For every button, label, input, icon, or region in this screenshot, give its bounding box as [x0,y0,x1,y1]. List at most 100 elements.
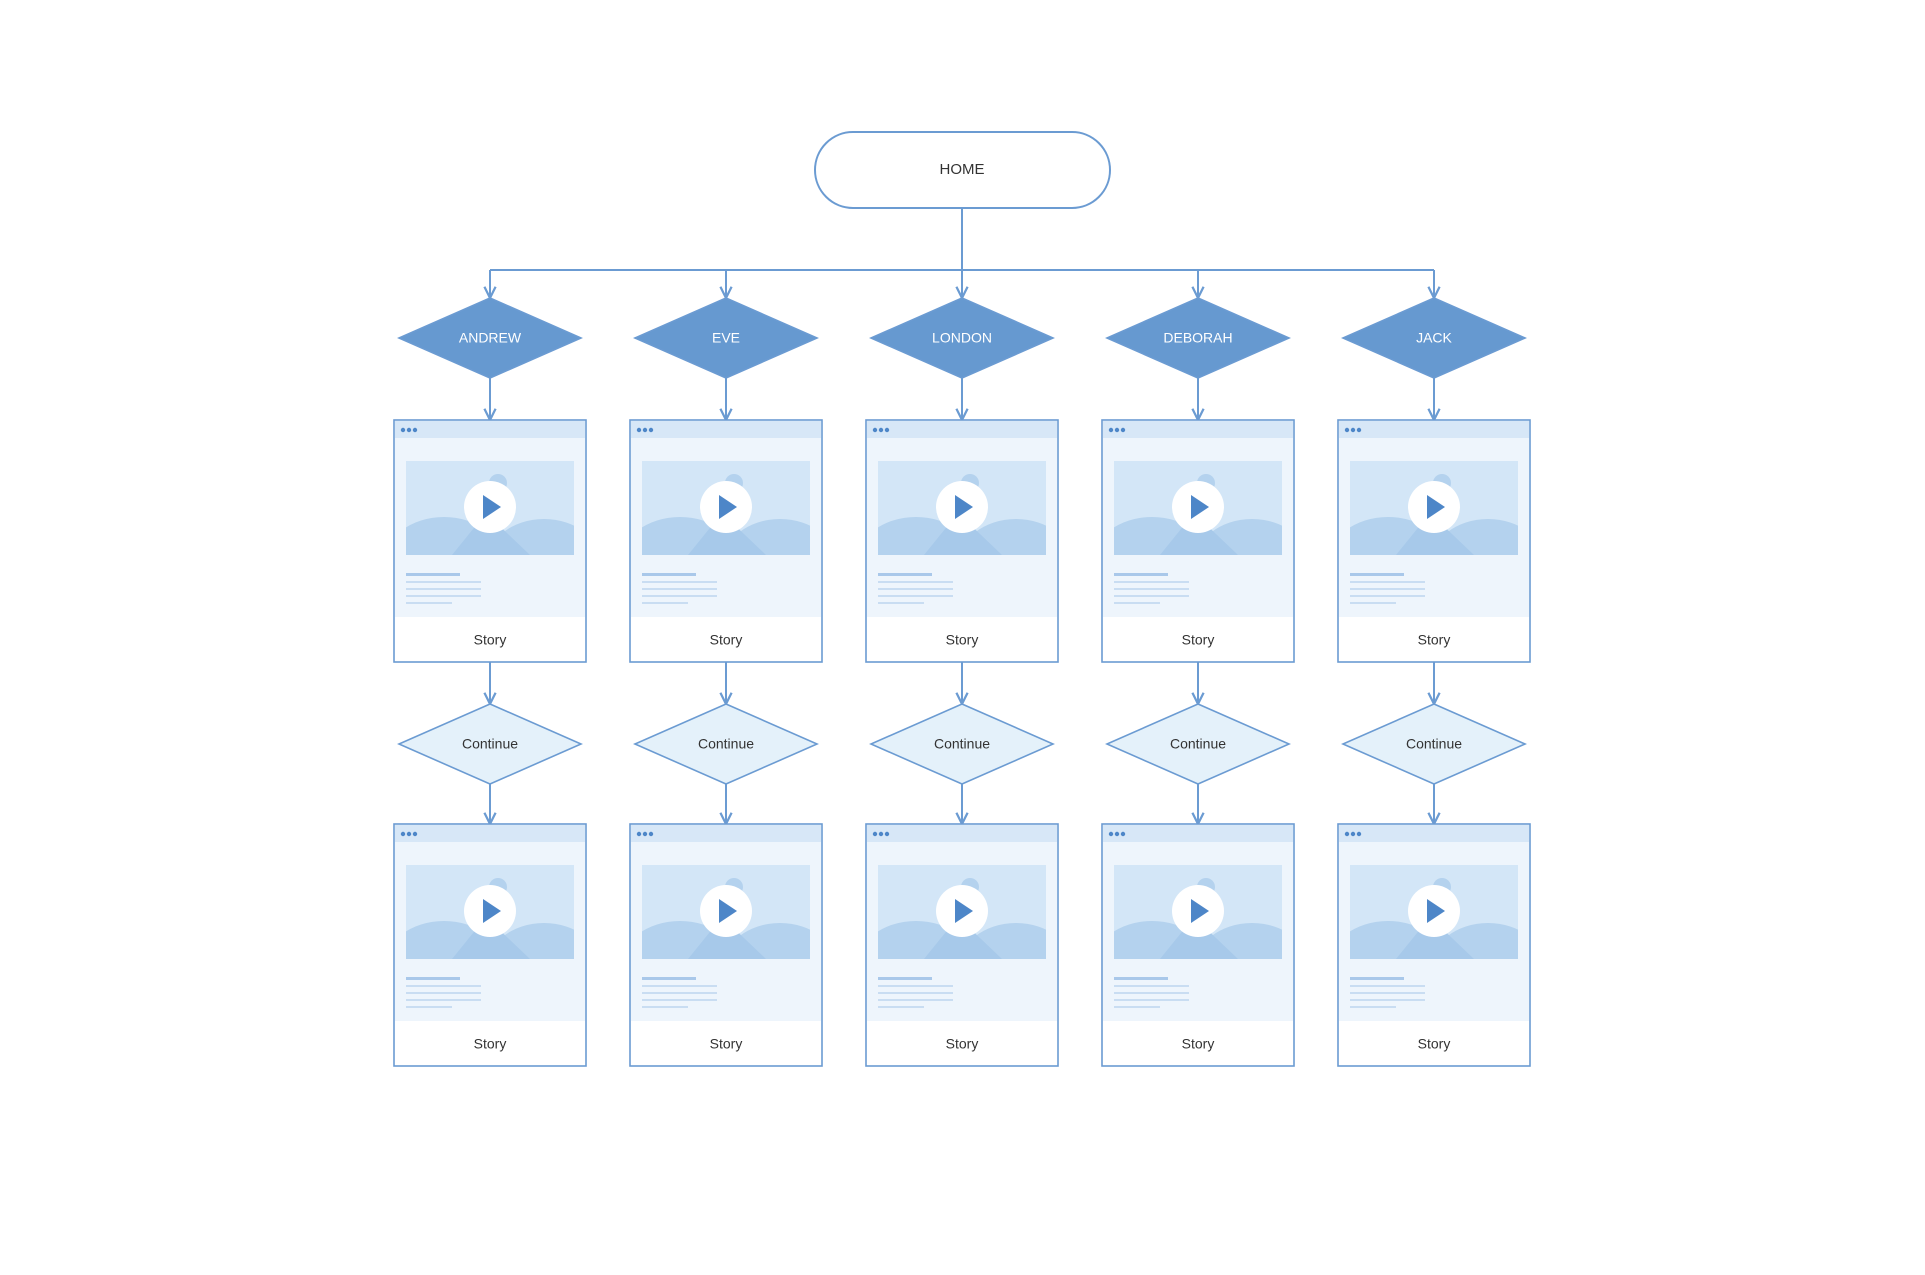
continue-diamond[interactable]: Continue [1341,703,1527,785]
page-caption: Story [710,1036,743,1052]
media-thumbnail [1350,865,1518,959]
text-placeholder-lines [406,977,481,1008]
continue-diamond-label: Continue [462,736,518,752]
window-dots-icon [636,427,654,433]
page-header-bar [867,421,1057,438]
media-thumbnail [1350,461,1518,555]
story-page[interactable]: Story [1328,419,1546,663]
page-caption: Story [1182,1036,1215,1052]
media-thumbnail [1114,461,1282,555]
page-caption: Story [1182,632,1215,648]
page-header-bar [867,825,1057,842]
continue-diamond[interactable]: Continue [397,703,583,785]
connectors [490,208,1434,824]
page-header-bar [631,421,821,438]
root-node[interactable]: HOME [814,131,1111,209]
media-thumbnail [878,865,1046,959]
story-page[interactable]: Story [620,823,838,1067]
page-header-bar [1103,421,1293,438]
continue-diamond-label: Continue [934,736,990,752]
text-placeholder-lines [642,573,717,604]
branch-diamond-label: ANDREW [459,330,522,346]
branch-diamond[interactable]: DEBORAH [1105,297,1291,379]
story-page[interactable]: Story [1092,823,1310,1067]
play-icon[interactable] [464,885,516,937]
continue-diamond[interactable]: Continue [869,703,1055,785]
story-page[interactable]: Story [1092,419,1310,663]
page-caption: Story [1418,1036,1451,1052]
text-placeholder-lines [1114,573,1189,604]
window-dots-icon [872,831,890,837]
page-header-bar [395,421,585,438]
window-dots-icon [636,831,654,837]
branch-diamond-label: EVE [712,330,740,346]
story-page[interactable]: Story [384,419,602,663]
branch-diamond[interactable]: EVE [633,297,819,379]
text-placeholder-lines [878,573,953,604]
window-dots-icon [1344,831,1362,837]
branch-diamond-label: JACK [1416,330,1452,346]
branch-diamond-label: LONDON [932,330,992,346]
media-thumbnail [1114,865,1282,959]
root-label: HOME [940,161,985,178]
branch-diamond[interactable]: LONDON [869,297,1055,379]
page-caption: Story [710,632,743,648]
play-icon[interactable] [1408,885,1460,937]
columns: ANDREWStoryContinueStoryEVEStoryContinue… [384,297,1546,1067]
page-caption: Story [474,632,507,648]
window-dots-icon [1108,831,1126,837]
story-page[interactable]: Story [620,419,838,663]
branch-diamond-label: DEBORAH [1163,330,1232,346]
story-page[interactable]: Story [856,419,1074,663]
play-icon[interactable] [700,481,752,533]
media-thumbnail [406,865,574,959]
play-icon[interactable] [700,885,752,937]
media-thumbnail [878,461,1046,555]
window-dots-icon [872,427,890,433]
media-thumbnail [406,461,574,555]
text-placeholder-lines [406,573,481,604]
continue-diamond-label: Continue [698,736,754,752]
page-header-bar [631,825,821,842]
page-caption: Story [946,632,979,648]
window-dots-icon [400,427,418,433]
play-icon[interactable] [1172,885,1224,937]
continue-diamond[interactable]: Continue [633,703,819,785]
window-dots-icon [1108,427,1126,433]
media-thumbnail [642,865,810,959]
page-header-bar [395,825,585,842]
play-icon[interactable] [936,481,988,533]
text-placeholder-lines [1350,573,1425,604]
story-page[interactable]: Story [1328,823,1546,1067]
text-placeholder-lines [642,977,717,1008]
story-page[interactable]: Story [384,823,602,1067]
page-header-bar [1103,825,1293,842]
play-icon[interactable] [464,481,516,533]
text-placeholder-lines [1114,977,1189,1008]
page-caption: Story [946,1036,979,1052]
continue-diamond[interactable]: Continue [1105,703,1291,785]
page-header-bar [1339,421,1529,438]
page-caption: Story [1418,632,1451,648]
story-page[interactable]: Story [856,823,1074,1067]
media-thumbnail [642,461,810,555]
continue-diamond-label: Continue [1170,736,1226,752]
branch-diamond[interactable]: JACK [1341,297,1527,379]
window-dots-icon [1344,427,1362,433]
play-icon[interactable] [1172,481,1224,533]
window-dots-icon [400,831,418,837]
text-placeholder-lines [1350,977,1425,1008]
continue-diamond-label: Continue [1406,736,1462,752]
branch-diamond[interactable]: ANDREW [397,297,583,379]
page-caption: Story [474,1036,507,1052]
play-icon[interactable] [936,885,988,937]
page-header-bar [1339,825,1529,842]
text-placeholder-lines [878,977,953,1008]
play-icon[interactable] [1408,481,1460,533]
